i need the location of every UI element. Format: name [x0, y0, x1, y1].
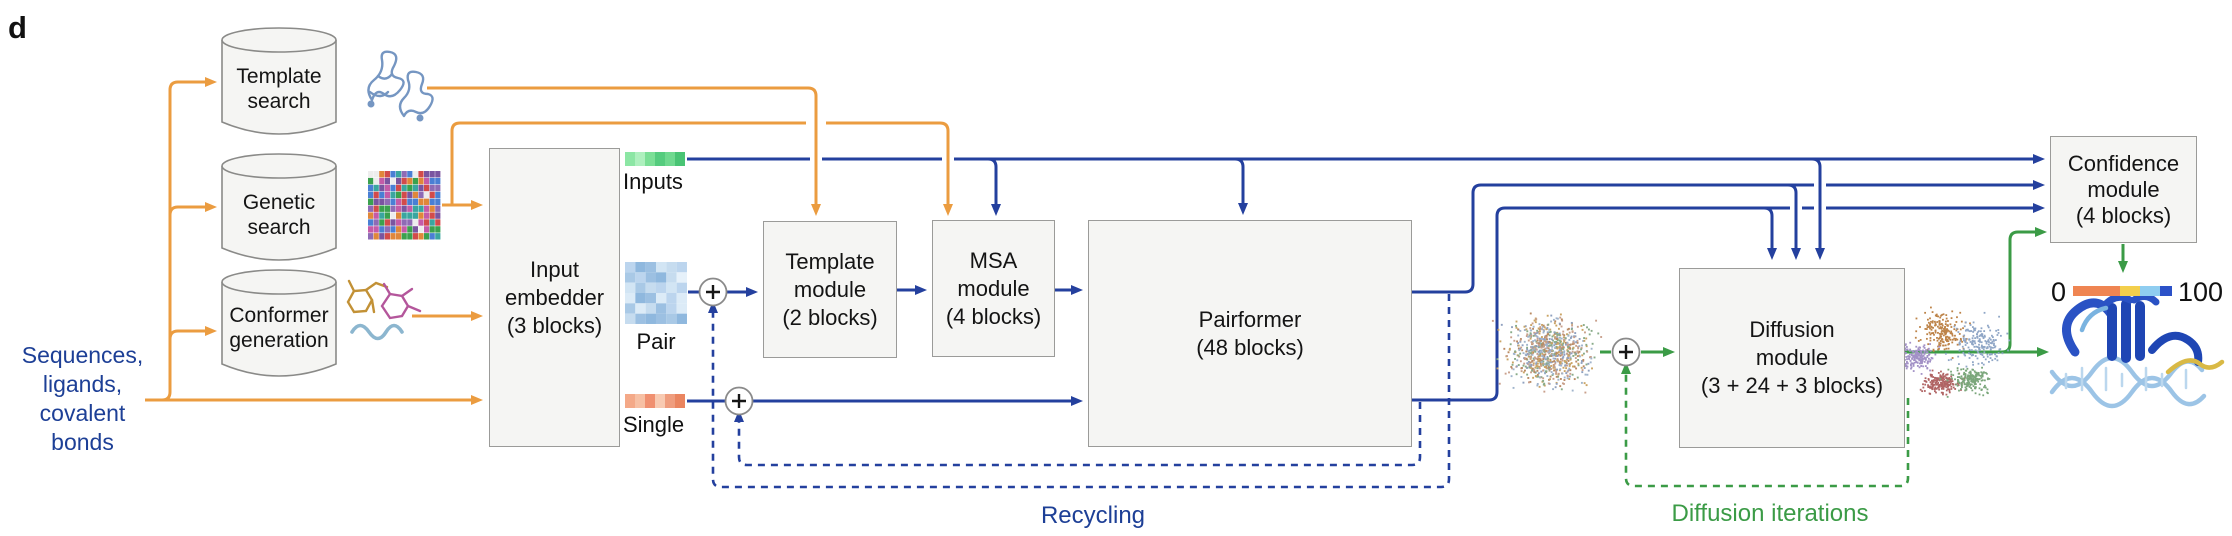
- pair-output-branch-diffusion: [1787, 183, 1801, 260]
- msa-module-line3: (4 blocks): [945, 303, 1042, 329]
- diffusion-recycle-path: [1621, 362, 1910, 488]
- genetic-search-cylinder: [221, 153, 337, 261]
- template-search-label: Template search: [222, 50, 336, 128]
- single-output-line: [1412, 208, 2034, 402]
- input-embedder-box: Input embedder (3 blocks): [489, 148, 620, 447]
- template-search-line2: search: [247, 90, 311, 113]
- source-line-3: covalent: [39, 400, 126, 426]
- single-representation-bar: [625, 394, 685, 408]
- template-search-cylinder: [221, 27, 337, 135]
- diffusion-module-line3: (3 + 24 + 3 blocks): [1700, 373, 1884, 398]
- source-line-4: bonds: [51, 429, 114, 455]
- input-embedder-line3: (3 blocks): [506, 312, 603, 338]
- trunk-branch-conformer: [168, 326, 217, 340]
- pairformer-box: Pairformer (48 blocks): [1088, 220, 1412, 447]
- database-cylinders: [221, 27, 337, 377]
- panel-label: d: [8, 10, 27, 45]
- genetic-search-line1: Genetic: [242, 191, 316, 214]
- confidence-module-line1: Confidence: [2067, 150, 2180, 176]
- template-search-line1: Template: [236, 65, 322, 88]
- msa-alignment-image: [368, 171, 441, 240]
- final-structure-image: [2049, 293, 2225, 409]
- predicted-structure-cluster: [1898, 306, 2011, 398]
- genetic-to-msa-module-line: [450, 121, 948, 205]
- inputs-branch-msa: [987, 157, 1001, 216]
- msa-module-line2: module: [957, 275, 1030, 301]
- diffusion-module-line2: module: [1755, 345, 1829, 370]
- single-label: Single: [623, 412, 685, 437]
- input-embedder-line1: Input: [530, 256, 579, 282]
- template-structures-image: [367, 50, 434, 122]
- inputs-branch-pairformer: [1234, 157, 1248, 215]
- inputs-label: Inputs: [623, 169, 683, 194]
- template-module-line2: module: [793, 276, 867, 302]
- genetic-search-label: Genetic search: [222, 176, 336, 254]
- output-branch-confidence: [2001, 227, 2047, 354]
- pairformer-line1: Pairformer: [1198, 306, 1302, 332]
- template-module-line1: Template: [785, 248, 875, 274]
- source-trunk-line: [161, 77, 217, 402]
- template-module-box: Template module (2 blocks): [763, 221, 897, 358]
- conformer-generation-line2: generation: [229, 329, 329, 352]
- scale-max-label: 100: [2178, 277, 2224, 307]
- template-module-line3: (2 blocks): [782, 304, 878, 330]
- diffusion-iterations-label: Diffusion iterations: [1671, 500, 1869, 527]
- diffusion-iterations-dashed-path: [1621, 362, 1910, 488]
- inputs-representation-bar: [625, 152, 685, 166]
- plddt-colorbar: [2073, 286, 2172, 296]
- input-flow-arrows-orange: [145, 77, 948, 405]
- trunk-branch-genetic: [168, 202, 217, 216]
- inputs-branch-diffusion: [1811, 157, 1825, 260]
- source-line-2: ligands,: [42, 371, 123, 397]
- noise-point-cloud: [1491, 312, 1603, 394]
- plus-circles: [698, 277, 1641, 416]
- single-add-circle: [724, 386, 754, 416]
- confidence-module-line2: module: [2087, 176, 2160, 202]
- conformer-generation-cylinder: [221, 269, 337, 377]
- genetic-search-line2: search: [247, 216, 311, 239]
- pair-label: Pair: [636, 329, 676, 354]
- single-output-branch-diffusion: [1763, 206, 1777, 260]
- recycling-label: Recycling: [1040, 502, 1146, 529]
- pair-output-line: [1412, 185, 2034, 294]
- single-recycle-path: [734, 402, 1422, 467]
- conformer-generation-line1: Conformer: [229, 304, 329, 327]
- msa-module-box: MSA module (4 blocks): [932, 220, 1055, 357]
- diffusion-module-line1: Diffusion: [1749, 317, 1835, 342]
- msa-module-line1: MSA: [969, 247, 1018, 273]
- pair-recycle-path: [708, 294, 1451, 489]
- confidence-module-box: Confidence module (4 blocks): [2050, 136, 2197, 243]
- conformer-generation-label: Conformer generation: [217, 292, 341, 364]
- source-inputs-label: Sequences, ligands, covalent bonds: [5, 341, 160, 461]
- input-embedder-line2: embedder: [504, 284, 605, 310]
- template-to-template-module-line: [427, 86, 821, 216]
- diffusion-module-box: Diffusion module (3 + 24 + 3 blocks): [1679, 268, 1905, 448]
- representation-flow-arrows-blue: [687, 159, 2034, 401]
- diffusion-add-circle: [1611, 337, 1641, 367]
- pair-representation-heatmap: [625, 262, 687, 324]
- recycling-dashed-paths: [708, 294, 1451, 489]
- pair-add-circle: [698, 277, 728, 307]
- scale-min-label: 0: [2050, 277, 2066, 307]
- source-line-1: Sequences,: [21, 342, 144, 368]
- confidence-module-line3: (4 blocks): [2075, 202, 2172, 228]
- ligand-molecules-image: [346, 279, 422, 341]
- pairformer-line2: (48 blocks): [1196, 334, 1304, 360]
